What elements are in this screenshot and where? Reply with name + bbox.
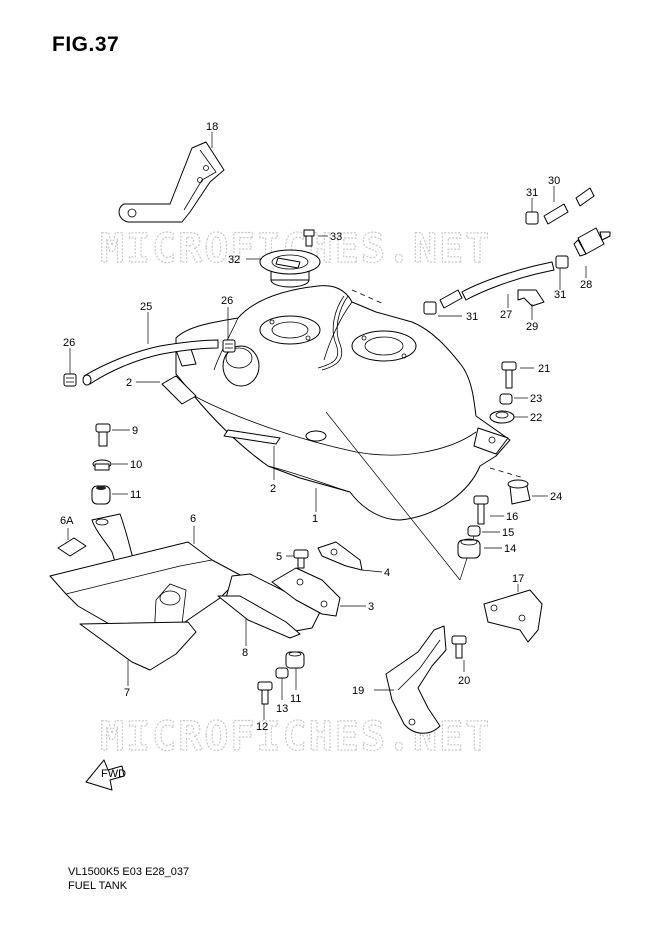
callout-15: 15 xyxy=(502,527,514,539)
fuel-filter-28[interactable] xyxy=(573,227,611,257)
callout-5: 5 xyxy=(276,551,282,563)
fuel-tank-1[interactable] xyxy=(175,285,511,521)
clamp-31-right[interactable] xyxy=(555,255,569,269)
callout-13: 13 xyxy=(276,703,288,715)
callout-28: 28 xyxy=(580,279,592,291)
bracket-4[interactable] xyxy=(317,541,363,571)
bolt-16[interactable] xyxy=(473,495,489,525)
washer-10[interactable] xyxy=(92,459,112,471)
model-code: VL1500K5 E03 E28_037 xyxy=(68,866,190,878)
clamp-26-top[interactable] xyxy=(222,339,236,353)
tray-7[interactable] xyxy=(49,541,243,671)
callout-2-lower: 2 xyxy=(270,483,276,495)
cushion-11-left[interactable] xyxy=(91,485,111,505)
callout-33: 33 xyxy=(330,231,342,243)
callout-9: 9 xyxy=(132,425,138,437)
bolt-9[interactable] xyxy=(95,423,111,447)
cushion-22[interactable] xyxy=(489,410,515,424)
callout-20: 20 xyxy=(458,675,470,687)
spacer-15[interactable] xyxy=(467,525,481,537)
callout-2-upper: 2 xyxy=(126,377,132,389)
callout-4: 4 xyxy=(384,567,390,579)
clamp-31-top[interactable] xyxy=(525,211,539,225)
fuel-cap-plate-32[interactable] xyxy=(259,249,321,288)
callout-29: 29 xyxy=(526,321,538,333)
clamp-26-left[interactable] xyxy=(63,373,77,387)
bracket-19[interactable] xyxy=(385,625,447,734)
strip-2-lower[interactable] xyxy=(223,429,281,445)
callout-25: 25 xyxy=(140,301,152,313)
callout-18: 18 xyxy=(206,121,218,133)
clip-29[interactable] xyxy=(517,289,545,307)
callout-27: 27 xyxy=(500,309,512,321)
hose-25[interactable] xyxy=(82,339,219,386)
bolt-20[interactable] xyxy=(451,635,467,659)
figure-caption: FUEL TANK xyxy=(68,880,128,892)
forward-arrow-icon: FWD xyxy=(85,759,126,791)
pad-6a[interactable] xyxy=(57,537,87,557)
callout-32: 32 xyxy=(228,254,240,266)
callout-23: 23 xyxy=(530,393,542,405)
hose-30[interactable] xyxy=(543,187,595,225)
callout-14: 14 xyxy=(504,543,516,555)
callout-21: 21 xyxy=(538,363,550,375)
callout-31-right: 31 xyxy=(554,289,566,301)
callout-3: 3 xyxy=(368,601,374,613)
guard-8[interactable] xyxy=(217,573,321,639)
hose-27[interactable] xyxy=(439,261,555,309)
callout-26-left: 26 xyxy=(63,337,75,349)
cushion-14[interactable] xyxy=(457,538,481,559)
bolt-5[interactable] xyxy=(293,549,309,569)
callout-10: 10 xyxy=(130,459,142,471)
callout-30: 30 xyxy=(548,175,560,187)
bolt-21[interactable] xyxy=(501,361,517,389)
leader-lines xyxy=(67,132,587,720)
spacer-23[interactable] xyxy=(499,393,513,405)
callout-16: 16 xyxy=(506,511,518,523)
clamp-31-mid[interactable] xyxy=(423,301,437,315)
callout-26-top: 26 xyxy=(221,295,233,307)
callout-24: 24 xyxy=(550,491,562,503)
spacer-13[interactable] xyxy=(275,667,289,679)
bracket-18[interactable] xyxy=(118,141,225,223)
bracket-3[interactable] xyxy=(271,567,341,617)
bolt-12[interactable] xyxy=(257,681,273,705)
cushion-24[interactable] xyxy=(507,479,531,505)
callout-31-top: 31 xyxy=(526,187,538,199)
callout-6a: 6A xyxy=(60,515,74,527)
callout-17: 17 xyxy=(512,573,524,585)
callout-11-left: 11 xyxy=(130,489,141,501)
figure-title: FIG.37 xyxy=(52,33,120,56)
callout-7: 7 xyxy=(124,687,130,699)
callout-6: 6 xyxy=(190,513,196,525)
callout-19: 19 xyxy=(352,685,364,697)
callout-1: 1 xyxy=(312,513,318,525)
callout-12: 12 xyxy=(256,721,268,733)
bracket-17[interactable] xyxy=(483,589,543,643)
cushion-11-lower[interactable] xyxy=(285,651,305,669)
callout-31-mid: 31 xyxy=(466,311,478,323)
strip-2-upper[interactable] xyxy=(161,375,197,405)
callout-22: 22 xyxy=(530,412,542,424)
callout-8: 8 xyxy=(242,647,248,659)
fwd-label: FWD xyxy=(101,768,126,780)
screw-33[interactable] xyxy=(303,229,315,247)
callout-11-lower: 11 xyxy=(290,693,301,705)
